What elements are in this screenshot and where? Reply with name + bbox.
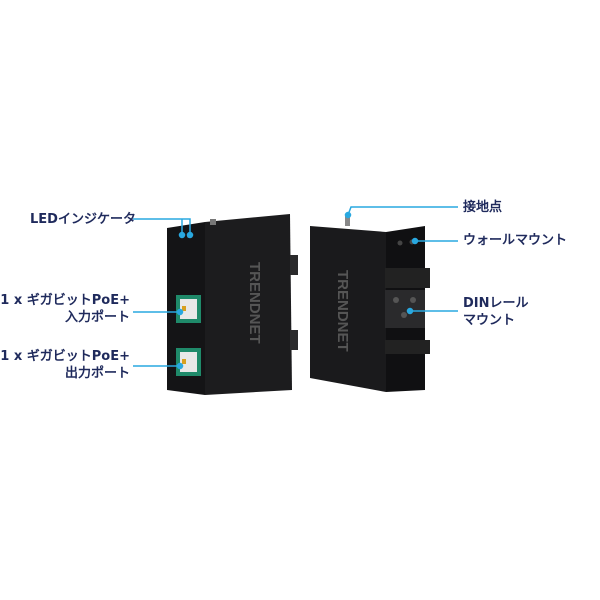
wall-mount-hole — [397, 240, 403, 246]
poe-input-label-line2: 入力ポート — [64, 310, 130, 325]
ground-screw — [210, 219, 216, 225]
din-rail-clip-top — [385, 268, 430, 288]
led-indicator-label: LEDインジケータ — [30, 212, 136, 227]
poe-output-port — [176, 348, 201, 376]
din-rail-label: DINレール マウント — [463, 295, 529, 329]
wall-mount-label: ウォールマウント — [463, 233, 568, 248]
ground-label: 接地点 — [463, 200, 503, 215]
svg-text:TRENDNET: TRENDNET — [334, 270, 351, 352]
din-rail-clip-bottom — [385, 340, 430, 354]
poe-output-label-line2: 出力ポート — [64, 366, 130, 381]
din-rail-label-line1: DINレール — [463, 296, 529, 311]
device-rear-side-panel — [310, 226, 386, 392]
device-side-panel — [205, 214, 292, 395]
device-front-view: TRENDNET — [167, 214, 298, 395]
poe-output-label: 1 x ギガビットPoE+ 出力ポート — [0, 348, 130, 382]
callout-lines — [133, 206, 458, 370]
ground-terminal — [345, 214, 350, 226]
brand-logo: TRENDNET — [246, 262, 263, 344]
poe-input-label-line1: 1 x ギガビットPoE+ — [0, 293, 130, 308]
din-rail-label-line2: マウント — [463, 313, 516, 328]
poe-input-label: 1 x ギガビットPoE+ 入力ポート — [0, 292, 130, 326]
device-rear-view: TRENDNET — [310, 214, 430, 392]
din-rail-plate — [385, 290, 425, 328]
din-clip-bottom — [290, 330, 298, 350]
din-clip-top — [290, 255, 298, 275]
poe-output-label-line1: 1 x ギガビットPoE+ — [0, 349, 130, 364]
